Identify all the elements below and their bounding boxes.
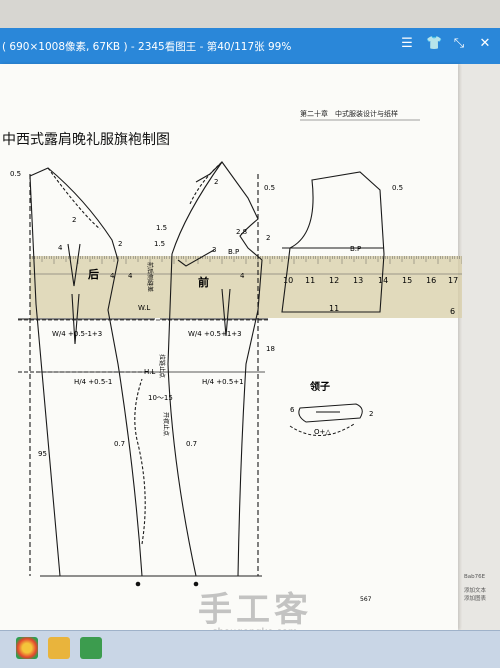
top-strip (0, 0, 500, 28)
dim-1015: 10～15 (148, 394, 173, 402)
back-label: 后 (88, 267, 99, 281)
w-front: W/4 +0.5+1+3 (188, 330, 242, 338)
front-edge: 前后侧缝差 (146, 262, 154, 292)
dim-28: 2.8 (236, 228, 247, 236)
fullscreen-icon[interactable]: ⤡ (453, 36, 465, 51)
folder-icon[interactable] (48, 637, 70, 659)
chrome-icon[interactable] (16, 637, 38, 659)
collar-formula: O+△ (314, 428, 331, 436)
side-text-2[interactable]: 添加文本 (464, 588, 487, 594)
hl-label: H.L (144, 368, 155, 376)
w-back: W/4 +0.5-1+3 (52, 330, 102, 338)
slit-stop: 开衩止点 (162, 412, 170, 436)
collar-6: 6 (290, 406, 295, 414)
dim-4a: 4 (58, 244, 63, 252)
ruler-num-12: 12 (329, 276, 339, 285)
dim-3: 3 (212, 246, 216, 254)
wl-label: W.L (138, 304, 150, 312)
ruler-num-16: 16 (426, 276, 436, 285)
dim-2c: 2 (266, 234, 270, 242)
ruler-num-10: 10 (283, 276, 293, 285)
h-front: H/4 +0.5+1 (202, 378, 244, 386)
dim-2a: 2 (72, 216, 76, 224)
document-page (0, 64, 458, 630)
ruler (30, 256, 462, 318)
back-pattern (18, 167, 155, 577)
dim-2d: 2 (214, 178, 218, 186)
menu-icon[interactable]: ☰ (401, 36, 413, 51)
dim-05c: 0.5 (392, 184, 403, 192)
collar-2: 2 (369, 410, 373, 418)
dim-07b: 0.7 (186, 440, 197, 448)
ruler-num-17: 17 (448, 276, 458, 285)
ruler-num-11: 11 (305, 276, 315, 285)
dim-07a: 0.7 (114, 440, 125, 448)
ruler-num-14: 14 (378, 276, 388, 285)
dim-4d: 4 (240, 272, 245, 280)
bp-label: B.P (228, 248, 239, 256)
dim-4b: 4 (110, 272, 115, 280)
collar-label: 领子 (310, 380, 330, 393)
zip-stop: 拉链止点 (158, 354, 166, 378)
dim-05a: 0.5 (10, 170, 21, 178)
window-controls: ☰ 👕 ⤡ ✕ (400, 37, 492, 51)
dim-15b: 1.5 (154, 240, 165, 248)
side-text-1: Bab76E (464, 574, 486, 580)
ruler-minor-ticks (29, 256, 462, 264)
dim-18: 18 (266, 345, 275, 353)
skin-icon[interactable]: 👕 (426, 36, 443, 51)
dim-4c: 4 (128, 272, 133, 280)
dim-2b: 2 (118, 240, 122, 248)
close-icon[interactable]: ✕ (479, 36, 491, 51)
ruler-lower-6: 6 (450, 307, 455, 316)
taskbar (0, 630, 500, 668)
window-titlebar: ( 690×1008像素, 67KB ) - 2345看图王 - 第40/117… (0, 28, 500, 64)
ruler-lower-11: 11 (329, 304, 339, 313)
bodice-pattern (281, 171, 385, 313)
right-panel: Bab76E 添加文本 添加图表 (462, 64, 500, 630)
watermark-logo-text: 手工客 (198, 590, 312, 630)
pattern-drawing: 第二十章 中式服装设计与纸样 中西式露肩晚礼服旗袍制图 10 11 12 13 … (2, 109, 462, 603)
dim-95: 95 (38, 450, 47, 458)
window-title: ( 690×1008像素, 67KB ) - 2345看图王 - 第40/117… (2, 40, 292, 53)
collar-pattern (289, 403, 363, 436)
h-back: H/4 +0.5-1 (74, 378, 112, 386)
side-text-3[interactable]: 添加图表 (464, 596, 487, 602)
bp2-label: B.P (350, 245, 361, 253)
doc-header: 第二十章 中式服装设计与纸样 (300, 109, 398, 118)
hem-dot-front (193, 581, 199, 587)
page-number: 567 (360, 596, 372, 603)
front-label: 前 (198, 275, 209, 289)
dim-05b: 0.5 (264, 184, 275, 192)
ruler-num-15: 15 (402, 276, 412, 285)
hem-dot-back (135, 581, 141, 587)
ruler-num-13: 13 (353, 276, 363, 285)
dim-15a: 1.5 (156, 224, 167, 232)
app-icon[interactable] (80, 637, 102, 659)
doc-title: 中西式露肩晚礼服旗袍制图 (2, 132, 170, 148)
